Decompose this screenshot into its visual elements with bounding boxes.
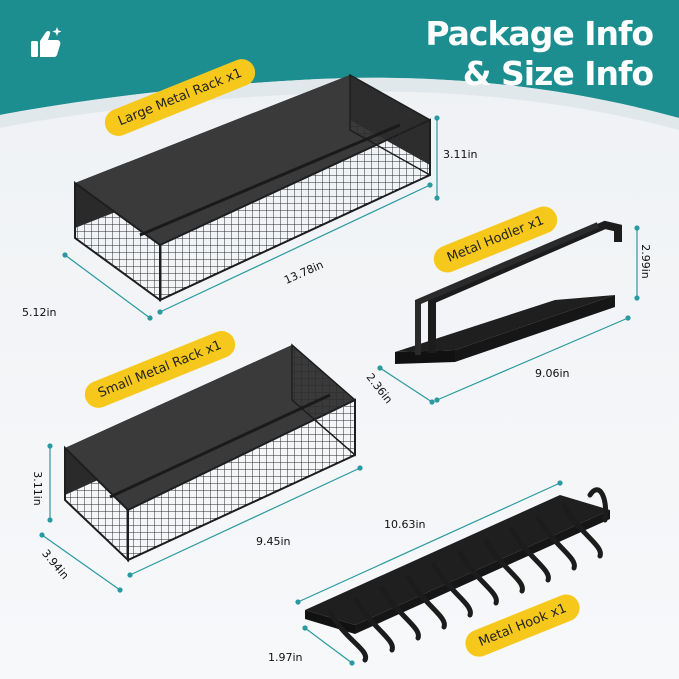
thumbs-up-sparkle-icon	[31, 27, 62, 57]
large-metal-rack	[74, 73, 431, 302]
dimension-lines	[39, 115, 640, 666]
dim-small-length: 9.45in	[256, 535, 291, 548]
dim-large-width: 5.12in	[22, 306, 57, 319]
title-line-1: Package Info	[425, 14, 654, 53]
title-line-2: & Size Info	[462, 54, 654, 93]
page-title: Package Info & Size Info	[425, 14, 654, 94]
dim-holder-length: 9.06in	[535, 367, 570, 380]
dim-small-height: 3.11in	[30, 471, 44, 506]
dim-large-height: 3.11in	[443, 148, 478, 161]
small-metal-rack	[64, 343, 356, 563]
dim-holder-height: 2.99in	[638, 244, 652, 279]
dim-hook-length: 10.63in	[384, 518, 426, 531]
metal-hook	[305, 487, 610, 663]
dim-hook-width: 1.97in	[268, 651, 303, 664]
metal-holder	[395, 220, 622, 364]
